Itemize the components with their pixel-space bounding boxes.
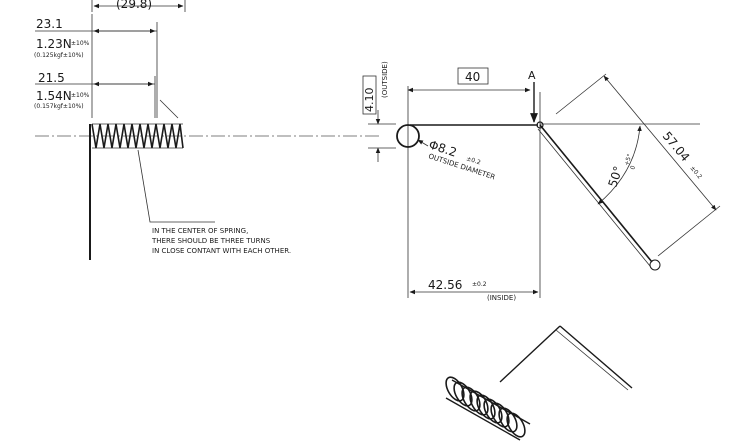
note-line-1: IN THE CENTER OF SPRING,	[152, 227, 248, 235]
arm-dim: 57.04	[660, 129, 693, 164]
iso-leg-2	[559, 325, 633, 389]
leg-dim-box	[457, 67, 489, 85]
iso-axis-bottom	[445, 397, 521, 441]
note-line-2: THERE SHOULD BE THREE TURNS	[151, 237, 271, 245]
note-line-3: IN CLOSE CONTANT WITH EACH OTHER.	[152, 247, 291, 255]
leg-angled	[539, 124, 653, 263]
dim-force-1-tol: ±10%	[71, 40, 90, 47]
dim-force-2-kgf: (0.157kgf±10%)	[34, 103, 84, 110]
inside-tol: ±0.2	[472, 281, 487, 288]
arm-tol: ±0.2	[688, 165, 703, 181]
isometric-view	[445, 325, 633, 441]
angle-arc	[597, 125, 642, 205]
leg-angled-inner	[537, 128, 651, 267]
dim-force-1: 1.23N	[36, 37, 72, 51]
angle-dim: 50°	[606, 164, 626, 189]
gap-dim-note: (OUTSIDE)	[381, 61, 389, 98]
note-leader	[137, 149, 215, 223]
od-leader	[417, 139, 429, 147]
od-tol: ±0.2	[465, 155, 481, 166]
dim-length-2: 21.5	[38, 71, 65, 85]
view-a-label: A	[528, 69, 536, 82]
dim-force-2: 1.54N	[36, 89, 72, 103]
arm-ext-1	[555, 73, 607, 115]
front-view: 4.10 (OUTSIDE) 40 A Φ8.2 ±0.2 OUTSIDE DI…	[362, 61, 721, 302]
arm-dim-line	[603, 75, 717, 211]
gap-dim-box	[362, 75, 377, 115]
iso-coils	[445, 376, 526, 438]
bend-point	[536, 121, 544, 129]
od-note: OUTSIDE DIAMETER	[427, 152, 496, 181]
leg-dim: 40	[465, 70, 480, 84]
inside-dim: 42.56	[428, 278, 462, 292]
leg-end-circle	[649, 259, 661, 271]
iso-leg-1	[499, 325, 561, 383]
spring-coils	[91, 123, 184, 149]
gap-dim: 4.10	[363, 88, 376, 113]
inside-note: (INSIDE)	[487, 294, 516, 302]
coil-circle	[396, 124, 420, 148]
dim-length-1: 23.1	[36, 17, 63, 31]
dim-force-1-kgf: (0.125kgf±10%)	[34, 52, 84, 59]
dim-force-2-tol: ±10%	[71, 92, 90, 99]
ext-slant	[159, 99, 179, 119]
top-partial-dim: (29.8)	[116, 0, 152, 11]
angle-tol-up: +5°	[623, 153, 633, 166]
arm-ext-2	[657, 205, 721, 257]
iso-leg-2-inner	[555, 329, 629, 391]
angle-tol-dn: 0	[629, 165, 637, 171]
side-view: (29.8) 23.1 1.23N ±10% (0.125kgf±10%) 21…	[34, 0, 380, 260]
